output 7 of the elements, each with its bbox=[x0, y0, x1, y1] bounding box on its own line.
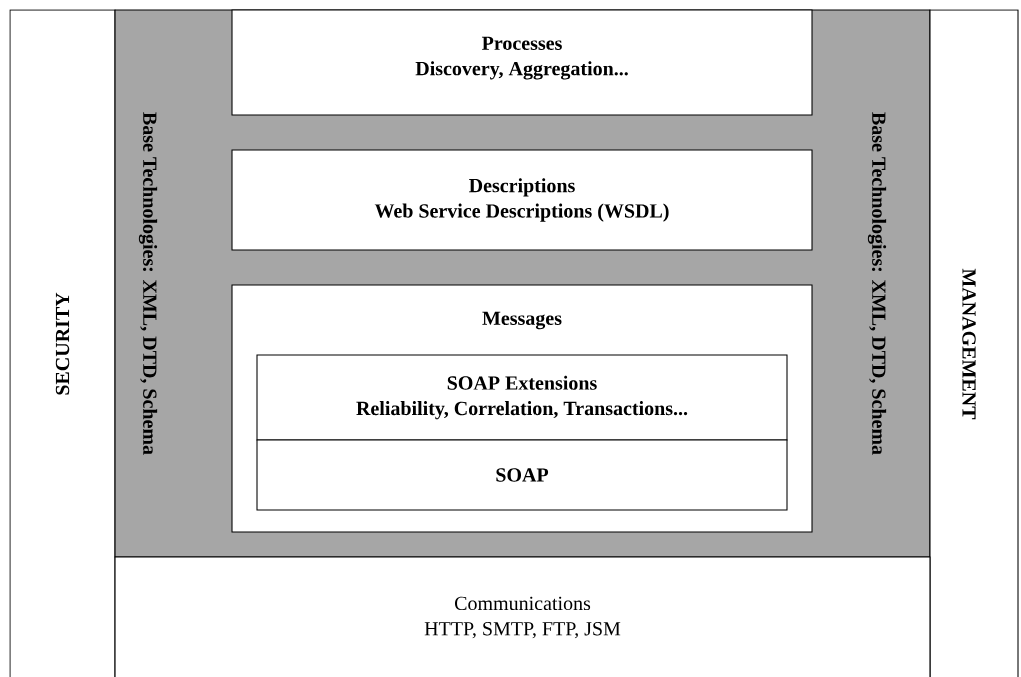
layer-box: Processes Discovery, Aggregation... bbox=[231, 9, 813, 116]
layer-box: Descriptions Web Service Descriptions (WSDL) bbox=[231, 149, 813, 251]
layer-box: SOAP bbox=[256, 439, 788, 511]
side-column: MANAGEMENT bbox=[929, 9, 1019, 677]
layer-box: SOAP Extensions Reliability, Correlation, Transactions... bbox=[256, 354, 788, 441]
layer-box: Communications HTTP, SMTP, FTP, JSM bbox=[114, 556, 931, 677]
side-column: SECURITY bbox=[9, 9, 116, 677]
